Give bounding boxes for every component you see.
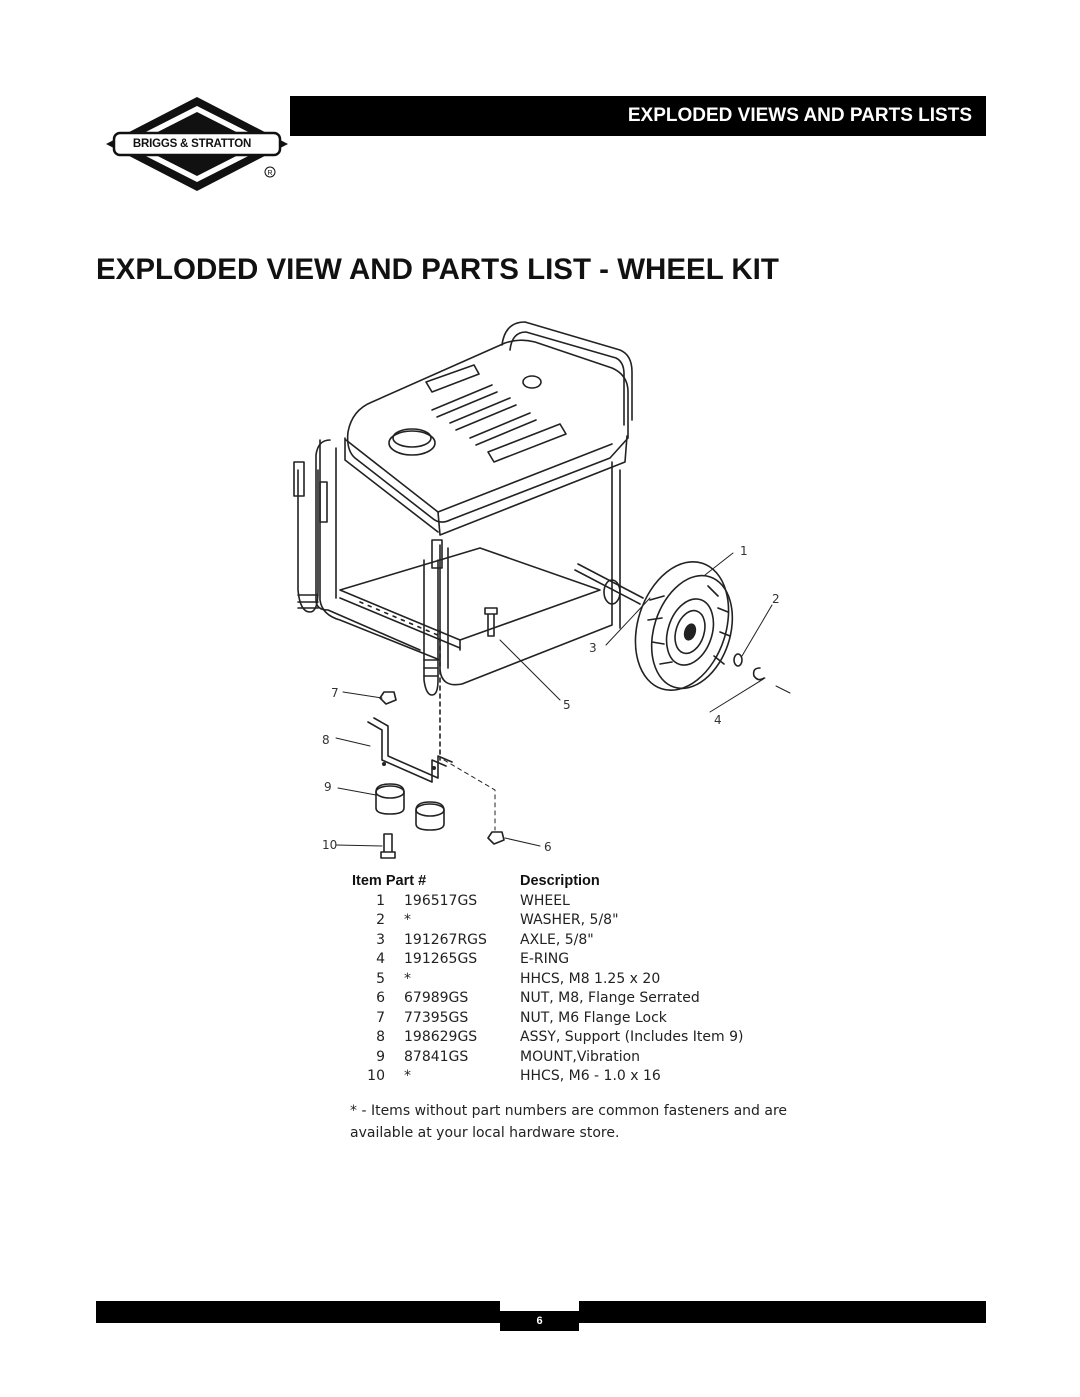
part-number: 67989GS xyxy=(404,990,469,1006)
callout-7: 7 xyxy=(331,686,339,700)
part-number: 191267RGS xyxy=(404,931,487,948)
nut-7 xyxy=(379,691,397,705)
table-row: 10 * HHCS, M6 - 1.0 x 16 xyxy=(352,1068,812,1088)
table-row: 7 77395GS NUT, M6 Flange Lock xyxy=(352,1010,812,1030)
footer-bar-left xyxy=(96,1301,500,1323)
frame-front-right xyxy=(439,461,613,686)
item-number: 10 xyxy=(367,1068,385,1084)
nut-6 xyxy=(487,831,505,845)
footnote: * - Items without part numbers are commo… xyxy=(350,1103,788,1141)
table-row: 8 198629GS ASSY, Support (Includes Item … xyxy=(352,1029,812,1049)
table-row: 9 87841GS MOUNT,Vibration xyxy=(352,1049,812,1069)
part-description: HHCS, M6 - 1.0 x 16 xyxy=(520,1068,661,1084)
parts-list: Item Part # Description 1 196517GS WHEEL… xyxy=(352,873,812,1088)
part-description: WHEEL xyxy=(520,892,570,909)
part-description: NUT, M8, Flange Serrated xyxy=(520,990,700,1006)
callout-10: 10 xyxy=(322,838,338,852)
part-description: ASSY, Support (Includes Item 9) xyxy=(520,1029,744,1045)
page-number: 6 xyxy=(500,1311,579,1331)
frame-top-rail xyxy=(501,321,633,421)
logo-wordmark: BRIGGS & STRATTON xyxy=(132,138,252,150)
callout-2: 2 xyxy=(772,592,780,606)
callout-4: 4 xyxy=(714,713,722,727)
frame-tube xyxy=(315,439,421,651)
section-title: EXPLODED VIEWS AND PARTS LISTS xyxy=(627,105,972,126)
gauge xyxy=(522,375,542,389)
item-number: 7 xyxy=(376,1009,385,1026)
part-number: 87841GS xyxy=(404,1048,469,1065)
callout-3: 3 xyxy=(589,641,597,655)
washer xyxy=(733,653,743,667)
fuel-tank xyxy=(346,339,629,523)
frame-front-left xyxy=(319,439,441,661)
briggs-stratton-logo: R xyxy=(106,97,288,191)
table-row: 4 191265GS E-RING xyxy=(352,951,812,971)
handle-left xyxy=(297,469,319,613)
item-number: 5 xyxy=(376,970,385,987)
part-description: MOUNT,Vibration xyxy=(520,1048,641,1065)
table-row: 1 196517GS WHEEL xyxy=(352,893,812,913)
item-number: 4 xyxy=(376,951,385,967)
vibration-mount-b xyxy=(415,801,445,831)
callout-8: 8 xyxy=(322,733,330,747)
item-number: 2 xyxy=(376,912,385,928)
callout-1: 1 xyxy=(740,544,748,558)
part-number: * xyxy=(404,1068,411,1084)
part-description: AXLE, 5/8" xyxy=(520,931,594,948)
part-number: 77395GS xyxy=(404,1009,469,1026)
callout-6: 6 xyxy=(544,840,552,854)
bolt-5 xyxy=(484,607,498,637)
wheel-tire xyxy=(634,560,730,692)
part-description: WASHER, 5/8" xyxy=(520,912,619,928)
item-number: 9 xyxy=(376,1048,385,1065)
part-description: HHCS, M8 1.25 x 20 xyxy=(520,970,661,987)
part-description: NUT, M6 Flange Lock xyxy=(520,1009,667,1026)
axle xyxy=(574,563,644,605)
item-number: 8 xyxy=(376,1029,385,1045)
vibration-mount-a xyxy=(375,783,405,815)
fuel-cap xyxy=(388,430,436,456)
page-title: EXPLODED VIEW AND PARTS LIST - WHEEL KIT xyxy=(96,253,779,286)
part-number: 196517GS xyxy=(404,892,478,909)
support-bracket xyxy=(367,721,447,783)
part-number: 198629GS xyxy=(404,1029,478,1045)
table-row: 5 * HHCS, M8 1.25 x 20 xyxy=(352,971,812,991)
bolt-10 xyxy=(380,833,396,859)
registered-mark: R xyxy=(267,170,272,177)
table-row: 6 67989GS NUT, M8, Flange Serrated xyxy=(352,990,812,1010)
wheel-rim xyxy=(665,598,715,666)
handle-right xyxy=(423,559,439,696)
part-description: E-RING xyxy=(520,951,570,967)
item-number: 3 xyxy=(376,931,385,948)
table-row: 2 * WASHER, 5/8" xyxy=(352,912,812,932)
item-number: 1 xyxy=(376,892,385,909)
footer-bar-right xyxy=(579,1301,986,1323)
item-number: 6 xyxy=(376,990,385,1006)
parts-list-header: Item Part # Description xyxy=(352,873,812,893)
part-number: * xyxy=(404,970,411,987)
header-description: Description xyxy=(520,873,600,889)
header-item-part: Item Part # xyxy=(352,873,427,889)
table-row: 3 191267RGS AXLE, 5/8" xyxy=(352,932,812,952)
part-number: 191265GS xyxy=(404,951,478,967)
callout-9: 9 xyxy=(324,780,332,794)
callout-5: 5 xyxy=(563,698,571,712)
base-rail xyxy=(339,547,601,641)
part-number: * xyxy=(404,912,411,928)
e-ring xyxy=(752,667,765,681)
section-header-bar: EXPLODED VIEWS AND PARTS LISTS xyxy=(290,96,986,136)
